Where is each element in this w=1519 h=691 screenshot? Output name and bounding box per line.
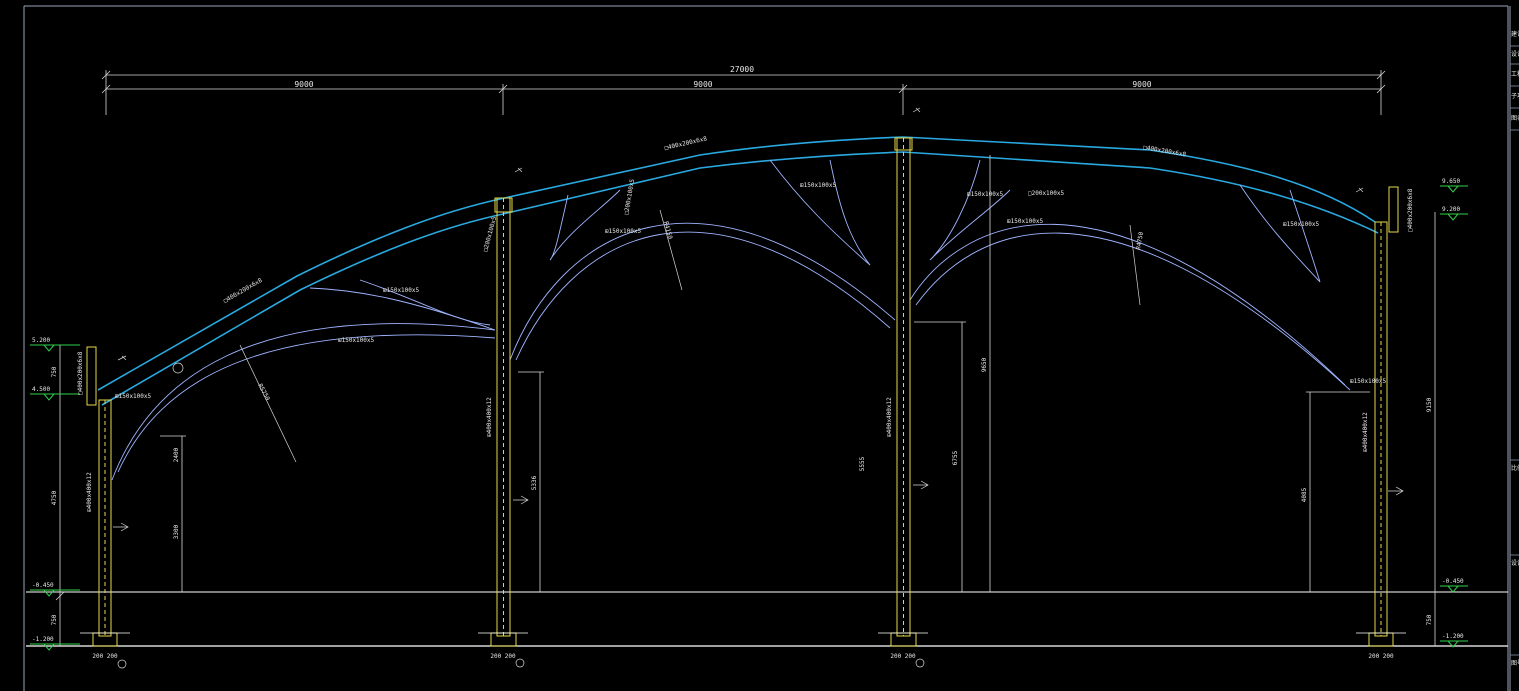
radius-leaders — [239, 209, 1141, 463]
vdim-d11: 750 — [51, 614, 58, 625]
label-brace-5: ⊞150x100x5 — [800, 182, 837, 189]
vertical-dimensions — [55, 155, 1436, 646]
vdim-d1: 750 — [51, 366, 58, 377]
label-brace-2: ⊞150x100x5 — [383, 287, 420, 294]
label-rafter-1: □400x200x6x8 — [223, 277, 264, 305]
title-block-cell: 图号 — [1511, 660, 1519, 667]
label-column-2: ⊞400x400x12 — [486, 397, 493, 437]
column-bases — [92, 632, 1394, 647]
ground-lines — [26, 591, 1508, 647]
label-brace-6: ⊞150x100x5 — [967, 191, 1004, 198]
label-brace-9: ⊞150x100x5 — [1350, 378, 1387, 385]
vdim-d5: 5336 — [531, 475, 538, 490]
label-arch-1: □200x100x5 — [482, 215, 498, 252]
elev-ground-left: -0.450 — [32, 582, 54, 589]
elev-base-left: -1.200 — [32, 636, 54, 643]
base-dim-c3: 200 200 — [890, 653, 916, 660]
elev-right-top: 9.650 — [1442, 178, 1460, 185]
title-block-cell: 比例 — [1511, 464, 1519, 472]
title-block-cell: 设计阶段 — [1511, 559, 1519, 567]
elev-right-mid: 9.200 — [1442, 206, 1460, 213]
title-block: 建设单位 设计单位 工程名称 子项名称 图名 比例 设计阶段 图号 — [1510, 30, 1519, 667]
steel-columns[interactable] — [86, 137, 1399, 637]
label-brace-1: ⊞150x100x5 — [115, 393, 152, 400]
radius-r1: R5750 — [256, 383, 271, 403]
label-short-col-right: □400x200x6x8 — [1407, 188, 1414, 232]
horizontal-dimensions — [101, 70, 1386, 115]
vdim-d2: 4750 — [51, 490, 58, 505]
title-block-cell: 工程名称 — [1511, 70, 1519, 78]
title-block-cell: 子项名称 — [1511, 92, 1519, 100]
label-brace-7: ⊞150x100x5 — [1007, 218, 1044, 225]
vdim-d8: 9650 — [981, 357, 988, 372]
base-dim-right: 200 200 — [1368, 653, 1394, 660]
elev-base-right: -1.200 — [1442, 633, 1464, 640]
label-column-4: ⊞400x400x12 — [1362, 412, 1369, 452]
title-block-cell: 建设单位 — [1511, 30, 1519, 38]
label-brace-3: ⊞150x100x5 — [338, 337, 375, 344]
elev-ground-right: -0.450 — [1442, 578, 1464, 585]
label-arch-3: □200x100x5 — [1028, 190, 1065, 197]
elevation-markers — [30, 185, 1468, 651]
dim-overall: 27000 — [730, 65, 754, 74]
vdim-d7: 6755 — [952, 450, 959, 465]
dim-span-mid: 9000 — [693, 80, 712, 89]
radius-r2: R4150 — [662, 221, 674, 241]
label-column-3: ⊞400x400x12 — [886, 397, 893, 437]
label-rafter-3: □400x200x6x8 — [1143, 144, 1187, 158]
dim-span-right: 9000 — [1132, 80, 1151, 89]
label-brace-8: ⊞150x100x5 — [1283, 221, 1320, 228]
weld-symbols — [113, 107, 1404, 669]
vdim-d9: 4085 — [1301, 487, 1308, 502]
vdim-d10: 9150 — [1426, 397, 1433, 412]
title-block-cell: 设计单位 — [1511, 50, 1519, 58]
label-column-1: ⊞400x400x12 — [86, 472, 93, 512]
label-brace-4: ⊞150x100x5 — [605, 228, 642, 235]
vdim-d3: 2400 — [173, 447, 180, 462]
label-rafter-2: □400x200x6x8 — [664, 135, 708, 152]
radius-r3: R4750 — [1135, 231, 1145, 250]
base-dim-left: 200 200 — [92, 653, 118, 660]
roof-rafter[interactable] — [97, 136, 1379, 406]
elev-left-mid: 4.500 — [32, 386, 50, 393]
dim-span-left: 9000 — [294, 80, 313, 89]
drawing-frame — [23, 5, 1511, 691]
label-short-col-left: □400x200x6x8 — [77, 351, 84, 395]
arch-members[interactable] — [111, 159, 1351, 481]
vdim-d6: 5555 — [859, 456, 866, 471]
title-block-cell: 图名 — [1511, 114, 1519, 122]
base-dim-c2: 200 200 — [490, 653, 516, 660]
elev-left-top: 5.200 — [32, 337, 50, 344]
vdim-d4: 3300 — [173, 524, 180, 539]
label-arch-2: □200x100x5 — [623, 178, 636, 215]
vdim-d12: 750 — [1426, 614, 1433, 625]
